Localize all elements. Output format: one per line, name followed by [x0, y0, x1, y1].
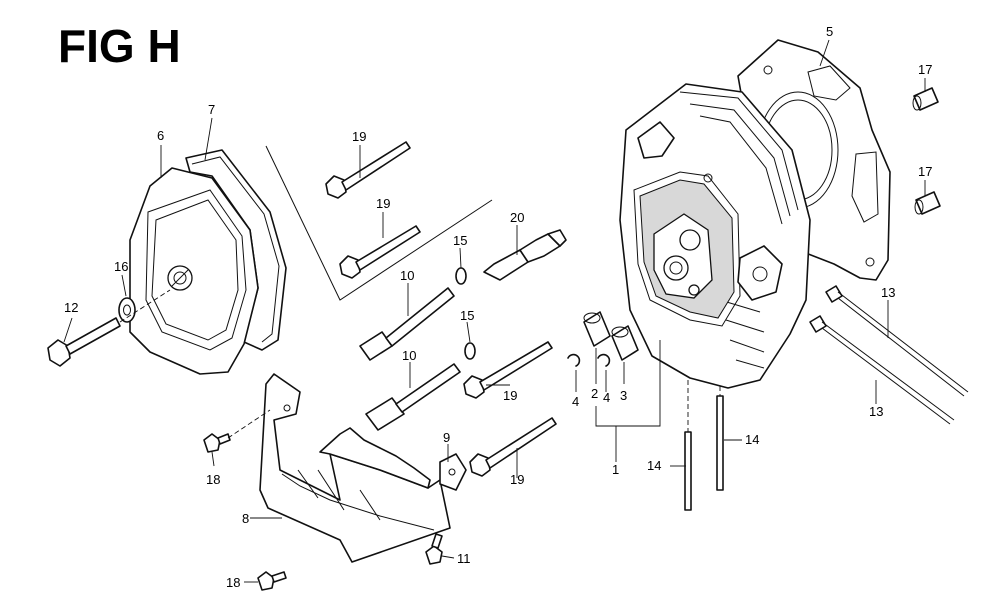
label-18-a: 18: [206, 472, 220, 487]
part-19-bolt-middle: [463, 341, 553, 399]
label-18-b: 18: [226, 575, 240, 590]
label-2: 2: [591, 386, 598, 401]
label-14-b: 14: [745, 432, 759, 447]
label-3: 3: [620, 388, 627, 403]
label-13-b: 13: [869, 404, 883, 419]
part-18-bolt-upper: [203, 433, 231, 453]
part-13-bolt-b: [809, 315, 955, 425]
part-19-bolt-upper-b: [339, 225, 421, 279]
label-19-a: 19: [352, 129, 366, 144]
label-8: 8: [242, 511, 249, 526]
part-1-cylinder-head: [619, 83, 811, 389]
part-10-stud-b: [365, 363, 461, 431]
label-20: 20: [510, 210, 524, 225]
label-13-a: 13: [881, 285, 895, 300]
part-8-bracket: [259, 373, 451, 563]
part-10-stud-a: [359, 287, 455, 361]
label-19-b: 19: [376, 196, 390, 211]
part-17-dowel-a: [912, 87, 939, 111]
part-18-bolt-lower: [257, 571, 287, 591]
label-1: 1: [612, 462, 619, 477]
label-19-d: 19: [510, 472, 524, 487]
label-19-c: 19: [503, 388, 517, 403]
part-6-rocker-cover: [129, 167, 259, 375]
label-17-b: 17: [918, 164, 932, 179]
label-15-b: 15: [460, 308, 474, 323]
part-7-gasket: [185, 149, 287, 351]
part-3-valve-guide: [611, 325, 639, 361]
label-7: 7: [208, 102, 215, 117]
part-4-clip-b: [597, 353, 611, 367]
part-15-washer-b: [464, 342, 476, 360]
part-16-washer: [118, 297, 136, 323]
part-17-dowel-b: [914, 191, 941, 215]
label-5: 5: [826, 24, 833, 39]
part-labels: 6 7 16 12 19 19 20 15 15 10 10 19 19 9 1…: [64, 24, 932, 590]
label-6: 6: [157, 128, 164, 143]
label-10-b: 10: [402, 348, 416, 363]
part-9-clip: [439, 453, 467, 491]
part-4-clip-a: [567, 353, 581, 367]
label-15-a: 15: [453, 233, 467, 248]
part-15-washer-a: [455, 267, 467, 285]
leader-lines: [63, 39, 926, 583]
part-12-bolt: [47, 317, 121, 367]
part-14-stud-b: [716, 395, 724, 491]
part-14-stud-a: [684, 431, 692, 511]
part-20-spark-plug: [483, 229, 567, 281]
part-13-bolt-a: [825, 285, 969, 397]
label-17-a: 17: [918, 62, 932, 77]
label-10-a: 10: [400, 268, 414, 283]
part-19-bolt-lower: [469, 417, 557, 477]
figure-title: FIG H: [58, 20, 181, 72]
label-11: 11: [457, 551, 471, 566]
part-19-bolt-upper-a: [325, 141, 411, 199]
label-4-a: 4: [572, 394, 579, 409]
part-11-bolt: [425, 533, 443, 565]
part-2-valve-guide: [583, 311, 611, 347]
label-9: 9: [443, 430, 450, 445]
label-16: 16: [114, 259, 128, 274]
label-12: 12: [64, 300, 78, 315]
label-4-b: 4: [603, 390, 610, 405]
label-14-a: 14: [647, 458, 661, 473]
